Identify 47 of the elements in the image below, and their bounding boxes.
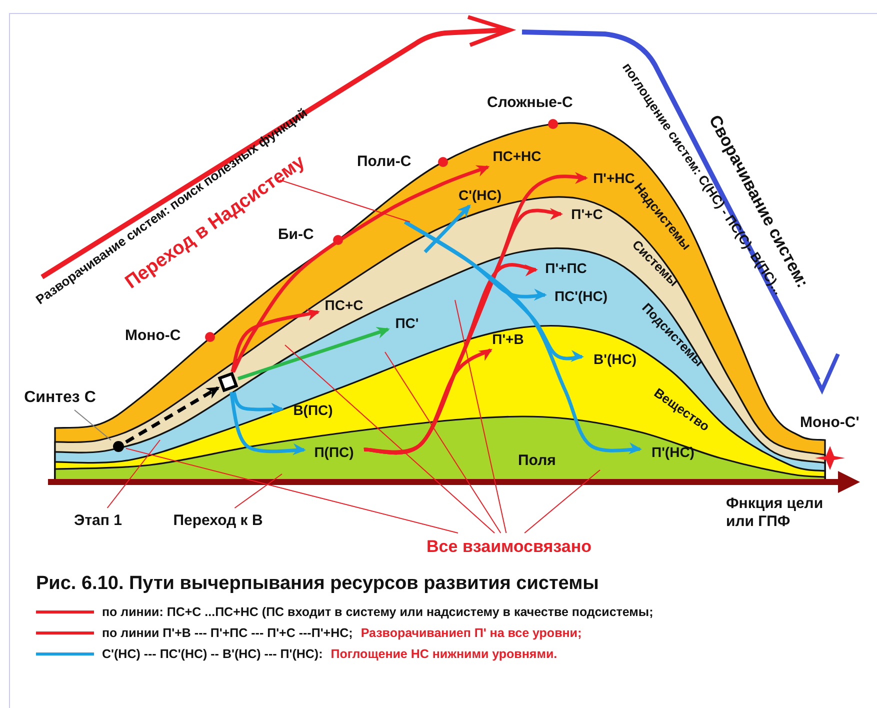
path-label: С'(НС) bbox=[450, 186, 510, 204]
legend-text: С'(НС) --- ПС'(НС) -- В'(НС) --- П'(НС): bbox=[102, 647, 323, 661]
path-label: ПС+НС bbox=[487, 147, 547, 165]
path-label: П(ПС) bbox=[306, 443, 362, 461]
arrow bbox=[125, 386, 220, 444]
layer-label: Поля bbox=[518, 452, 556, 470]
path-label: П'(НС) bbox=[642, 443, 704, 461]
stage-label: Моно-С bbox=[125, 327, 181, 345]
arrow bbox=[230, 308, 320, 373]
note-label: Все взаимосвязано bbox=[404, 535, 614, 557]
leader-line bbox=[280, 180, 410, 222]
leader-line bbox=[284, 344, 495, 534]
path-label: П'+В bbox=[484, 330, 532, 348]
path-label: Синтез С bbox=[16, 388, 104, 408]
stage-label: Сложные-С bbox=[487, 94, 573, 112]
arrow bbox=[237, 327, 390, 380]
leader-line bbox=[74, 410, 112, 441]
legend-text: по линии П'+В --- П'+ПС --- П'+С ---П'+НС; bbox=[102, 626, 353, 640]
leader-line bbox=[454, 300, 507, 534]
path-label: Переход к В bbox=[163, 510, 273, 530]
legend-note: Разворачиваниеп П' на все уровни; bbox=[360, 626, 582, 640]
stage-label: Би-С bbox=[278, 226, 314, 244]
arrow bbox=[232, 165, 490, 373]
stage-label: Поли-С bbox=[357, 153, 412, 171]
leader-line bbox=[384, 352, 502, 534]
path-label: ПС' bbox=[390, 314, 424, 332]
path-label: П'+ПС bbox=[538, 259, 594, 277]
path-label: В(ПС) bbox=[284, 401, 342, 419]
path-label: ПС'(НС) bbox=[547, 287, 615, 305]
arrow bbox=[229, 392, 306, 456]
path-label: ПС+С bbox=[320, 296, 368, 314]
legend-note: Поглощение НС нижними уровнями. bbox=[330, 647, 558, 661]
figure-caption: Рис. 6.10. Пути вычерпывания ресурсов развития системы bbox=[36, 573, 599, 595]
leader-line bbox=[524, 470, 600, 534]
axis-label: Фнкция цели или ГПФ bbox=[726, 495, 824, 531]
leader-line bbox=[106, 440, 160, 508]
arrow bbox=[232, 391, 284, 416]
legend-text: по линии: ПС+С ...ПС+НС (ПС входит в систему или надсистему в качестве подсистемы; bbox=[102, 605, 654, 619]
path-label: Этап 1 bbox=[66, 510, 130, 530]
arrow bbox=[364, 207, 563, 455]
path-label: В'(НС) bbox=[584, 350, 646, 368]
arrow bbox=[404, 220, 642, 456]
leader-line bbox=[126, 448, 458, 534]
path-label: П'+С bbox=[563, 205, 611, 223]
arrow bbox=[424, 204, 471, 254]
leader-line bbox=[234, 474, 282, 508]
stage-label: Моно-С' bbox=[800, 414, 860, 432]
